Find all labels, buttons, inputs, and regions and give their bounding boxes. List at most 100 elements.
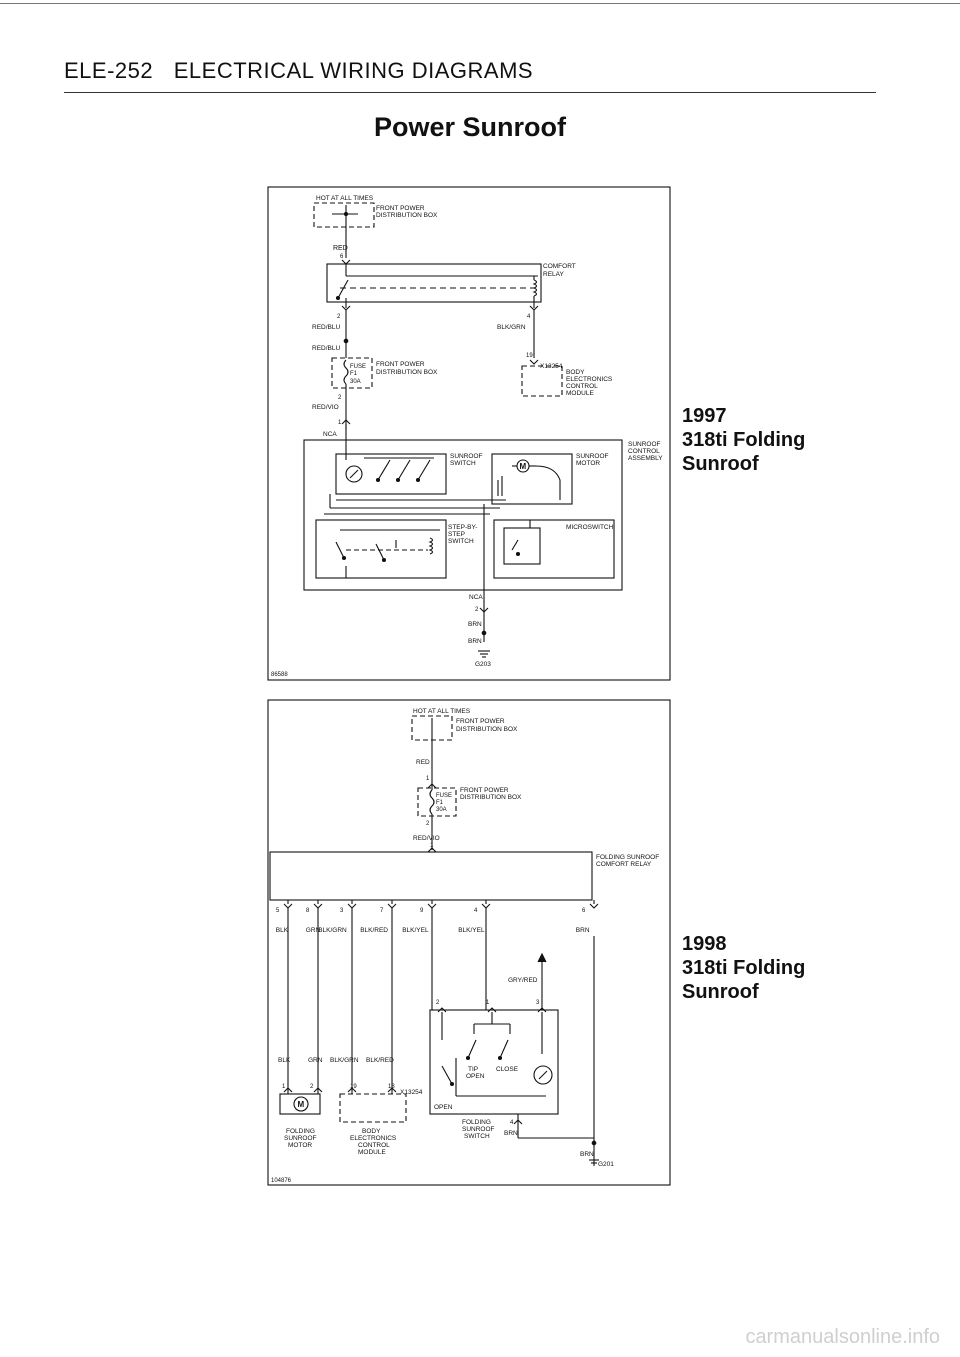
figure-id-1997: 86588 — [271, 672, 288, 678]
pin-6-1997: 6 — [340, 254, 344, 260]
distribution-box-label-1997: DISTRIBUTION BOX — [376, 212, 438, 219]
tip-label: TIP — [468, 1066, 478, 1073]
distribution-box-label-1998: DISTRIBUTION BOX — [456, 726, 518, 733]
motor-wire-label: GRN — [308, 1057, 323, 1064]
folding-motor-label2: SUNROOF — [284, 1135, 317, 1142]
sunroof-switch — [335, 453, 447, 495]
wire-brn-switch: BRN — [504, 1130, 518, 1137]
relay-pin-label: 4 — [474, 908, 478, 914]
bem-box-1997 — [521, 365, 563, 397]
switch-pin-1: 1 — [486, 1000, 490, 1006]
motor-wire-label: BLK/GRN — [330, 1057, 359, 1064]
relay-pin-label: 7 — [380, 908, 384, 914]
page-title: Power Sunroof — [373, 112, 566, 142]
fuse-symbol-1998 — [429, 789, 435, 815]
pin-2b-1997: 2 — [338, 395, 342, 401]
folding-switch-label1: FOLDING — [462, 1119, 491, 1126]
bem-label1-1997: BODY — [566, 369, 585, 376]
switch-pin-3: 3 — [536, 1000, 540, 1006]
step-switch-label2: STEP — [448, 531, 465, 538]
sunroof-motor-box — [491, 453, 573, 505]
step-by-step-switch — [315, 519, 447, 579]
diagram-1997: 86588 HOT AT ALL TIMES FRONT POWER DISTR… — [267, 186, 671, 681]
wire-red-blu-1997: RED/BLU — [312, 324, 340, 331]
relay-wire-label: BLK/YEL — [458, 927, 485, 934]
relay-wire-label: BLK/YEL — [402, 927, 429, 934]
label-1997-model: 318ti Folding — [682, 429, 806, 451]
label-1997: 1997 318ti Folding Sunroof — [682, 404, 805, 476]
ground-g203: G203 — [475, 661, 491, 668]
header-code: ELE-252 — [64, 58, 154, 83]
pin-4-1997: 4 — [527, 314, 531, 320]
wire-blk-grn-1997: BLK/GRN — [497, 324, 526, 331]
front-power-box-1997 — [313, 202, 375, 228]
assembly-label3: ASSEMBLY — [628, 455, 663, 462]
fuse-box-1997 — [331, 357, 373, 389]
ground-g201: G201 — [598, 1161, 614, 1168]
fuse-id-1998: F1 — [436, 800, 444, 806]
nca-top-1997: NCA — [323, 431, 337, 438]
comfort-relay-1997 — [326, 263, 542, 303]
page-header: ELE-252 ELECTRICAL WIRING DIAGRAMS — [64, 58, 533, 84]
fuse-symbol-1997 — [343, 359, 349, 385]
microswitch-contact — [503, 527, 541, 565]
label-1998-feature: Sunroof — [682, 981, 759, 1003]
relay-wire-label: BLK/GRN — [318, 927, 347, 934]
folding-motor-label3: MOTOR — [288, 1142, 312, 1149]
open-label: OPEN — [434, 1104, 453, 1111]
figure-id-1998: 104876 — [271, 1178, 292, 1184]
relay-wire-label: GRN — [306, 927, 321, 934]
fuse-rating-1997: 30A — [350, 379, 361, 385]
fuse-box-label2-1997: DISTRIBUTION BOX — [376, 369, 438, 376]
folding-sunroof-comfort-relay — [269, 851, 593, 901]
fuse-box-label2-1998: DISTRIBUTION BOX — [460, 794, 522, 801]
fuse-id-1997: F1 — [350, 371, 358, 377]
relay-pin-label: 3 — [340, 908, 344, 914]
pin-2c-1997: 2 — [475, 607, 479, 613]
fuse-box-label1-1997: FRONT POWER — [376, 361, 425, 368]
bem-label3-1998: CONTROL — [358, 1142, 390, 1149]
diagram-1998-frame — [267, 699, 671, 1186]
sunroof-control-assembly — [303, 439, 623, 591]
pin-2-1998: 2 — [426, 821, 430, 827]
close-label: CLOSE — [496, 1066, 519, 1073]
bem-pin-18: 18 — [388, 1084, 395, 1090]
sunroof-switch-label1: SUNROOF — [450, 453, 483, 460]
wire-brn-ground: BRN — [580, 1151, 594, 1158]
hot-at-all-times-1998: HOT AT ALL TIMES — [413, 708, 471, 715]
label-1997-year: 1997 — [682, 405, 727, 427]
step-switch-label1: STEP-BY- — [448, 524, 477, 531]
switch-pin-4: 4 — [510, 1120, 514, 1126]
comfort-relay-label2-1997: RELAY — [543, 271, 564, 278]
fuse-label-1997: FUSE — [350, 364, 366, 370]
relay-pin-label: 8 — [306, 908, 310, 914]
pin-1b-1998: 1 — [430, 843, 434, 849]
relay-wire-label: BRN — [576, 927, 590, 934]
wire-red-1997: RED — [333, 245, 348, 252]
watermark: carmanualsonline.info — [745, 1326, 940, 1348]
step-switch-label3: SWITCH — [448, 538, 474, 545]
microswitch-label: MICROSWITCH — [566, 524, 614, 531]
folding-switch-label3: SWITCH — [464, 1133, 490, 1140]
folding-switch-label2: SUNROOF — [462, 1126, 495, 1133]
header-title: ELECTRICAL WIRING DIAGRAMS — [173, 58, 534, 83]
relay-pin-label: 9 — [420, 908, 424, 914]
label-1998-year: 1998 — [682, 933, 727, 955]
relay-pin-label: 5 — [276, 908, 280, 914]
bem-label2-1997: ELECTRONICS — [566, 376, 613, 383]
fuse-label-1998: FUSE — [436, 793, 452, 799]
label-1998: 1998 318ti Folding Sunroof — [682, 932, 805, 1004]
front-power-label-1997: FRONT POWER — [376, 205, 425, 212]
wire-brn-1997: BRN — [468, 621, 482, 628]
hot-at-all-times-1997: HOT AT ALL TIMES — [316, 195, 374, 202]
assembly-label2: CONTROL — [628, 448, 660, 455]
bem-label4-1997: MODULE — [566, 390, 594, 397]
bem-box-1998 — [339, 1093, 407, 1123]
microswitch-box — [493, 519, 615, 579]
diagram-1997-frame — [267, 186, 671, 681]
bem-label4-1998: MODULE — [358, 1149, 386, 1156]
connector-x13254-1998: X13254 — [400, 1089, 423, 1096]
pin-1-1998: 1 — [426, 776, 430, 782]
